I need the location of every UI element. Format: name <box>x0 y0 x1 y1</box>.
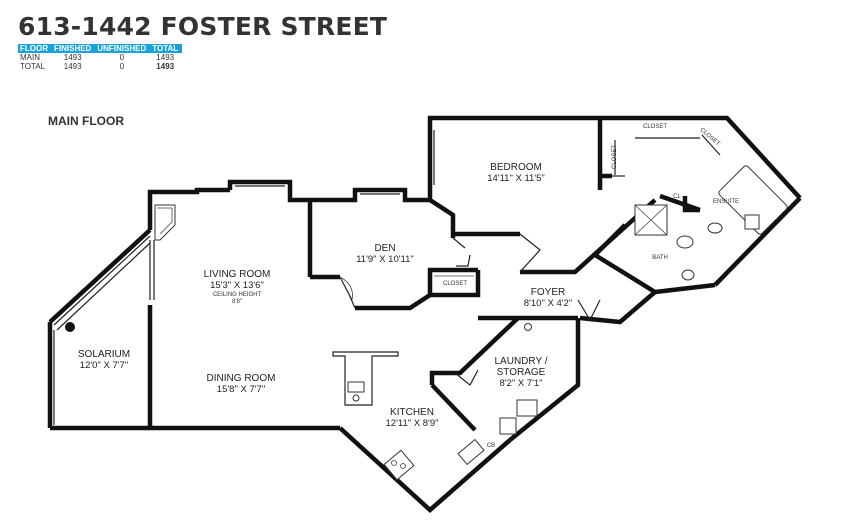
table-row: TOTAL 1493 0 1493 <box>18 62 182 71</box>
den-closet-box <box>430 270 481 298</box>
den-closet-wall <box>427 267 478 295</box>
den-right-wall <box>428 198 456 238</box>
laundry-door <box>454 369 479 386</box>
room-labels: BEDROOM 14'11" X 11'5" DEN 11'9" X 10'11… <box>78 124 739 449</box>
diag-closet-rail <box>701 134 721 156</box>
col-floor: FLOOR <box>18 44 52 53</box>
room-dims-living: 15'3" X 13'6" <box>210 280 264 291</box>
fixtures <box>65 165 788 481</box>
ensuite-tub-icon <box>718 165 788 235</box>
room-name-kitchen: KITCHEN <box>390 407 434 418</box>
bath-left-wall <box>593 223 627 257</box>
room-dims-dining: 15'8" X 7'7" <box>217 384 265 395</box>
bath-sink-icon <box>681 269 695 281</box>
cb-label: CB <box>487 443 495 449</box>
kitchen-sink-icon <box>347 381 365 393</box>
ensuite-toilet-icon <box>707 222 723 234</box>
cell-total: 1493 <box>156 62 175 71</box>
washer-icon <box>516 399 538 417</box>
table-row: MAIN 1493 0 1493 <box>18 53 182 62</box>
entry-door <box>577 299 601 322</box>
cell-unfinished: 0 <box>119 53 125 62</box>
ceiling-height-value: 8'8" <box>232 299 242 305</box>
stove-icon <box>383 449 415 481</box>
windows <box>53 130 435 425</box>
living-top-left-wall <box>147 187 230 230</box>
room-name-bath: BATH <box>652 255 668 261</box>
room-name-living: LIVING ROOM <box>204 269 271 280</box>
ensuite-right-wall <box>713 196 802 287</box>
living-bay-top <box>227 179 293 190</box>
fridge-icon <box>457 438 485 466</box>
room-dims-kitchen: 12'11" X 8'9" <box>386 418 439 429</box>
closet-label-vert: CLOSET <box>612 145 618 169</box>
burner-icon <box>400 463 406 469</box>
kitchen-tap-icon <box>352 394 360 402</box>
solarium-diagonal-wall <box>48 228 152 324</box>
drain-icon <box>524 323 532 331</box>
room-dims-bedroom: 14'11" X 11'5" <box>487 173 545 184</box>
room-name-ensuite: ENSUITE <box>713 199 739 205</box>
room-dims-laundry: 8'2" X 7'1" <box>499 378 542 389</box>
fireplace-icon <box>154 204 176 241</box>
room-name-laundry-2: STORAGE <box>497 367 546 378</box>
burner-icon <box>391 460 397 466</box>
solarium-opening <box>149 240 155 300</box>
bedroom-entry <box>452 237 466 249</box>
bedroom-top-wall <box>427 115 600 188</box>
ensuite-diag <box>659 193 701 213</box>
ensuite-top-wall <box>600 115 802 200</box>
room-name-den: DEN <box>374 243 395 254</box>
shower-x <box>634 204 668 236</box>
walls <box>47 115 802 514</box>
bath-toilet-icon <box>676 235 694 249</box>
room-dims-solarium: 12'0" X 7'7" <box>80 360 128 371</box>
col-total: TOTAL <box>150 44 183 53</box>
cell-unfinished: 0 <box>119 62 125 71</box>
col-unfinished: UNFINISHED <box>95 44 151 53</box>
laundry-left-wall <box>429 316 520 385</box>
dryer-icon <box>499 417 517 435</box>
den-closet-door <box>456 254 471 267</box>
foyer-right-wall <box>579 290 657 325</box>
foyer-top-wall <box>520 198 657 275</box>
room-name-dining: DINING ROOM <box>207 373 276 384</box>
cell-finished: 1493 <box>63 53 82 62</box>
cell-floor: MAIN <box>20 53 40 62</box>
room-name-solarium: SOLARIUM <box>78 349 130 360</box>
den-bottom-wall <box>355 293 432 311</box>
bedroom-door <box>519 233 541 273</box>
ensuite-sink-icon <box>744 214 760 230</box>
room-dims-foyer: 8'10" X 4'2" <box>524 298 572 309</box>
table-header-row: FLOOR FINISHED UNFINISHED TOTAL <box>18 44 183 53</box>
laundry-right-wall <box>508 318 581 442</box>
fireplace-hearth <box>157 207 173 235</box>
property-title: 613-1442 FOSTER STREET <box>18 12 388 41</box>
column-icon <box>65 322 75 332</box>
kitchen-right-inner <box>430 383 477 432</box>
room-name-foyer: FOYER <box>531 287 565 298</box>
closet-label-den: CLOSET <box>443 281 467 287</box>
cell-total: 1493 <box>156 53 175 62</box>
den-door <box>339 276 356 309</box>
kitchen-counter-icon <box>332 351 399 406</box>
closet-label-top: CLOSET <box>643 124 667 130</box>
room-dims-den: 11'9" X 10'11" <box>356 254 414 265</box>
doors <box>339 134 721 386</box>
living-top-right-wall <box>287 190 310 203</box>
cell-floor: TOTAL <box>20 62 46 71</box>
col-finished: FINISHED <box>52 44 96 53</box>
cell-finished: 1493 <box>63 62 82 71</box>
floor-label: MAIN FLOOR <box>48 114 124 128</box>
den-door-swing <box>339 276 353 301</box>
solarium-window <box>53 235 151 331</box>
room-name-laundry-1: LAUNDRY / <box>495 356 548 367</box>
room-name-bedroom: BEDROOM <box>490 162 542 173</box>
area-summary-table: FLOOR FINISHED UNFINISHED TOTAL MAIN 149… <box>18 44 183 71</box>
kitchen-bottom-wall <box>338 426 512 514</box>
ceiling-height-label: CEILING HEIGHT <box>213 292 262 298</box>
cl-label: CL <box>673 194 681 200</box>
